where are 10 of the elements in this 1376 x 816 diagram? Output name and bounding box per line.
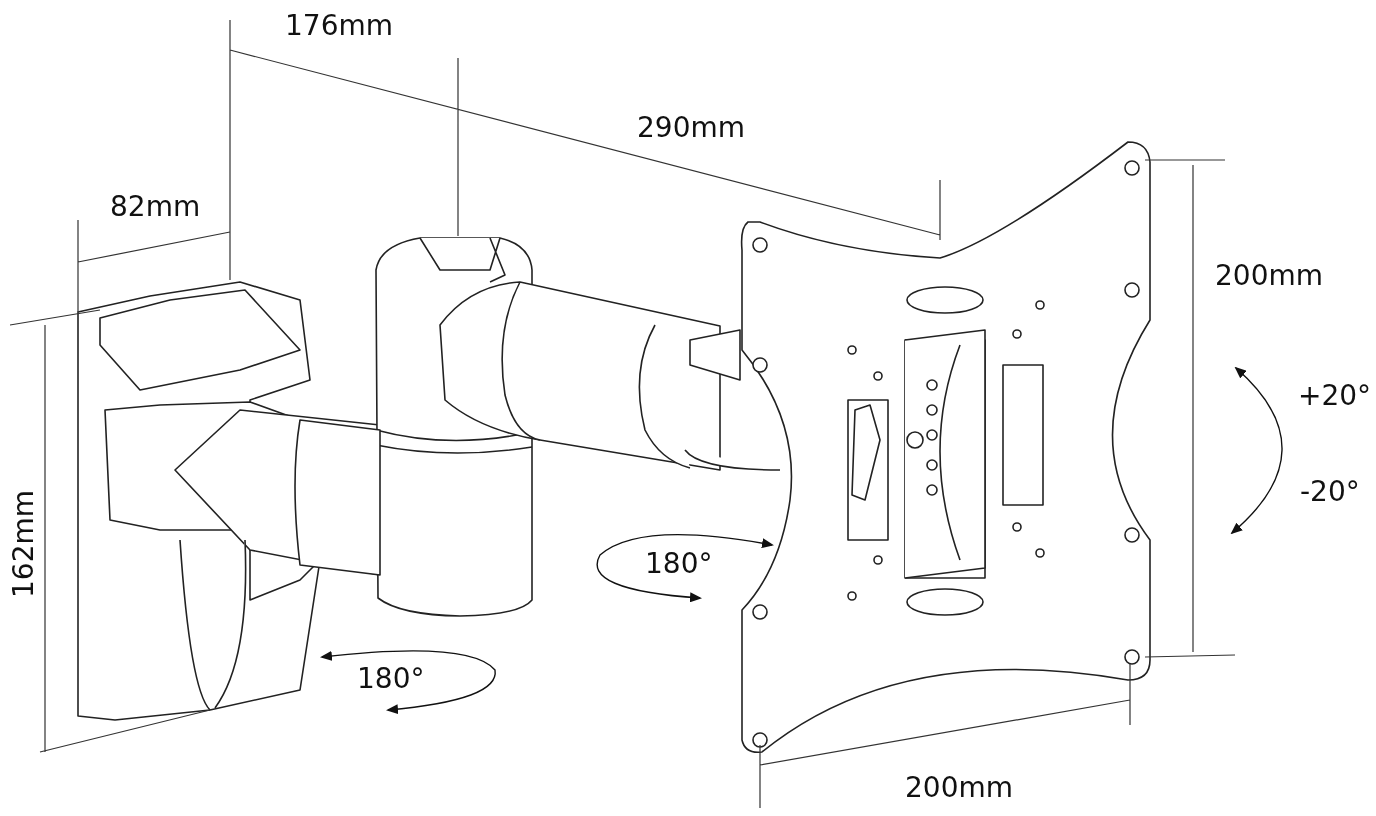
dimension-label: 180° xyxy=(645,550,713,578)
dimension-label: 82mm xyxy=(110,193,201,221)
dimension-label: +20° xyxy=(1298,382,1372,410)
dimension-label: 290mm xyxy=(637,114,745,142)
dimension-label: 200mm xyxy=(1215,262,1323,290)
dimension-label: 180° xyxy=(357,665,425,693)
dimension-label: -20° xyxy=(1300,478,1360,506)
dimension-label: 176mm xyxy=(285,12,393,40)
dimension-label: 162mm xyxy=(10,490,38,598)
dimension-label: 200mm xyxy=(905,774,1013,802)
